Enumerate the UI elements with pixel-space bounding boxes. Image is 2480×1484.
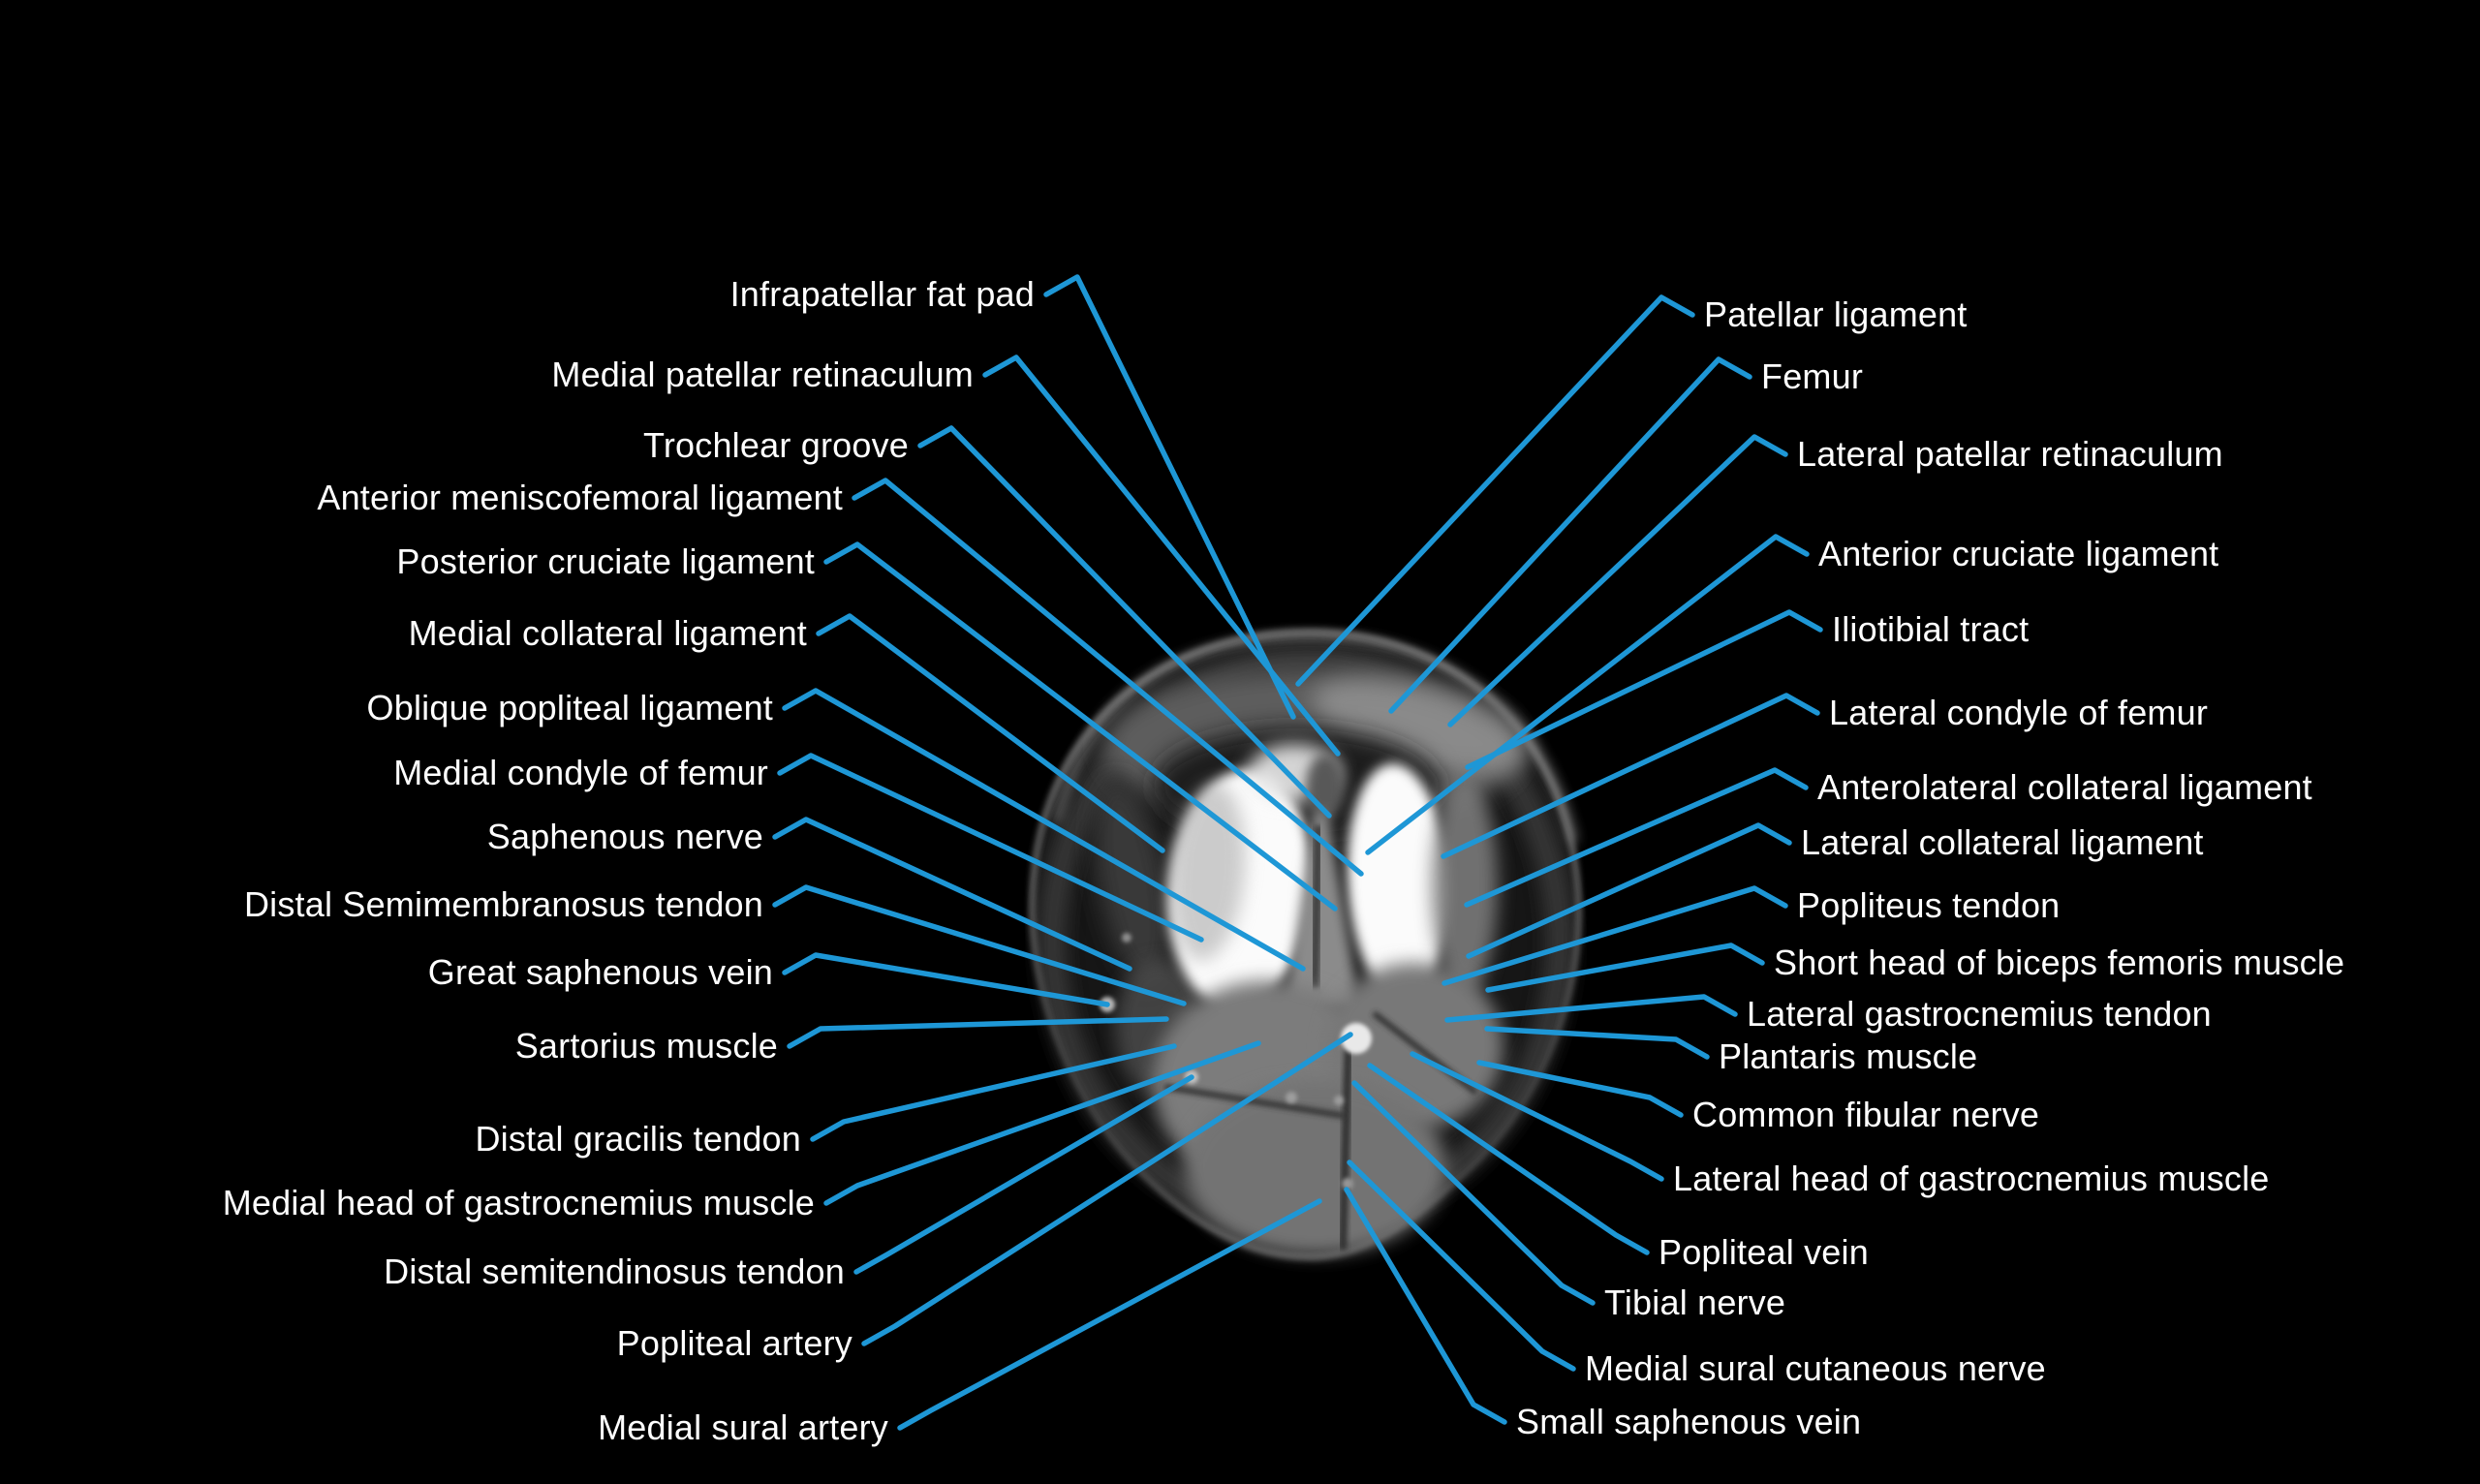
leader-line-popliteal-vein bbox=[1367, 1063, 1650, 1255]
label-lateral-patellar-retinaculum: Lateral patellar retinaculum bbox=[1797, 434, 2223, 474]
label-popliteal-vein: Popliteal vein bbox=[1658, 1232, 1869, 1272]
leader-line-medial-condyle-of-femur bbox=[777, 753, 1204, 943]
label-infrapatellar-fat-pad: Infrapatellar fat pad bbox=[729, 274, 1035, 314]
leader-line-anterior-meniscofemoral-ligament bbox=[852, 478, 1364, 877]
muscle-crease-medial bbox=[1163, 1084, 1346, 1119]
leader-line-sartorius-muscle bbox=[787, 1016, 1169, 1049]
label-tibial-nerve: Tibial nerve bbox=[1604, 1283, 1786, 1322]
label-lateral-gastrocnemius-tendon: Lateral gastrocnemius tendon bbox=[1747, 994, 2212, 1034]
knee-cross-section-scan bbox=[1028, 628, 1583, 1261]
small-saphenous-vein-spot bbox=[1342, 1178, 1353, 1190]
label-femur: Femur bbox=[1761, 356, 1864, 396]
label-patellar-ligament: Patellar ligament bbox=[1704, 294, 1968, 334]
lateral-condyle-region bbox=[1347, 763, 1449, 1000]
leader-line-iliotibial-tract bbox=[1465, 609, 1823, 770]
pcl-dark-streak bbox=[1310, 824, 1323, 989]
leader-line-posterior-cruciate-ligament bbox=[823, 541, 1338, 912]
label-popliteal-artery: Popliteal artery bbox=[616, 1323, 852, 1363]
label-medial-sural-cutaneous-nerve: Medial sural cutaneous nerve bbox=[1585, 1348, 2046, 1388]
label-posterior-cruciate-ligament: Posterior cruciate ligament bbox=[396, 541, 815, 581]
leader-lines bbox=[772, 274, 1823, 1431]
leader-line-great-saphenous-vein bbox=[782, 952, 1110, 1007]
leader-line-infrapatellar-fat-pad bbox=[1043, 274, 1296, 720]
label-medial-condyle-of-femur: Medial condyle of femur bbox=[393, 753, 768, 792]
label-short-head-of-biceps-femoris-muscle: Short head of biceps femoris muscle bbox=[1774, 943, 2345, 982]
label-distal-semitendinosus-tendon: Distal semitendinosus tendon bbox=[384, 1252, 845, 1291]
leader-line-femur bbox=[1388, 356, 1752, 714]
popliteal-artery-spot bbox=[1341, 1023, 1372, 1054]
muscle-midline-crease bbox=[1339, 1040, 1352, 1251]
label-lateral-head-of-gastrocnemius-muscle: Lateral head of gastrocnemius muscle bbox=[1673, 1159, 2270, 1198]
intramuscular-vessel-spot-1 bbox=[1286, 1092, 1297, 1103]
leader-line-medial-head-of-gastrocnemius-muscle bbox=[823, 1040, 1261, 1206]
leader-line-saphenous-nerve bbox=[772, 817, 1132, 972]
label-distal-semimembranosus-tendon: Distal Semimembranosus tendon bbox=[243, 884, 763, 924]
leader-line-short-head-of-biceps-femoris-muscle bbox=[1485, 943, 1765, 993]
label-lateral-collateral-ligament: Lateral collateral ligament bbox=[1801, 822, 2204, 862]
label-lateral-condyle-of-femur: Lateral condyle of femur bbox=[1829, 693, 2209, 732]
leader-line-lateral-condyle-of-femur bbox=[1441, 693, 1820, 859]
leader-line-lateral-head-of-gastrocnemius-muscle bbox=[1410, 1051, 1664, 1182]
lateral-paracondylar-tissue bbox=[1432, 778, 1498, 995]
label-plantaris-muscle: Plantaris muscle bbox=[1719, 1036, 1978, 1076]
leader-line-oblique-popliteal-ligament bbox=[782, 688, 1306, 972]
leader-line-medial-patellar-retinaculum bbox=[982, 355, 1341, 757]
label-anterior-meniscofemoral-ligament: Anterior meniscofemoral ligament bbox=[317, 478, 843, 517]
leader-line-distal-semitendinosus-tendon bbox=[853, 1074, 1194, 1275]
label-saphenous-nerve: Saphenous nerve bbox=[486, 817, 763, 856]
label-small-saphenous-vein: Small saphenous vein bbox=[1516, 1402, 1862, 1441]
leader-line-lateral-patellar-retinaculum bbox=[1447, 434, 1788, 727]
leader-line-medial-sural-cutaneous-nerve bbox=[1347, 1159, 1576, 1372]
intercondylar-wedge bbox=[1285, 812, 1360, 1009]
leader-line-common-fibular-nerve bbox=[1476, 1060, 1684, 1118]
leader-line-popliteal-artery bbox=[861, 1032, 1353, 1346]
label-sartorius-muscle: Sartorius muscle bbox=[514, 1026, 778, 1066]
label-common-fibular-nerve: Common fibular nerve bbox=[1692, 1095, 2040, 1134]
leader-line-distal-gracilis-tendon bbox=[810, 1043, 1177, 1142]
label-distal-gracilis-tendon: Distal gracilis tendon bbox=[475, 1119, 801, 1159]
label-medial-sural-artery: Medial sural artery bbox=[598, 1407, 888, 1447]
label-medial-head-of-gastrocnemius-muscle: Medial head of gastrocnemius muscle bbox=[222, 1183, 815, 1222]
label-medial-patellar-retinaculum: Medial patellar retinaculum bbox=[551, 355, 974, 394]
label-anterolateral-collateral-ligament: Anterolateral collateral ligament bbox=[1817, 767, 2312, 807]
label-trochlear-groove: Trochlear groove bbox=[643, 425, 909, 465]
leader-line-tibial-nerve bbox=[1351, 1080, 1596, 1306]
label-medial-collateral-ligament: Medial collateral ligament bbox=[408, 613, 807, 653]
leader-line-medial-sural-artery bbox=[897, 1198, 1322, 1431]
label-popliteus-tendon: Popliteus tendon bbox=[1797, 885, 2061, 925]
leader-line-small-saphenous-vein bbox=[1344, 1187, 1507, 1425]
leader-line-lateral-collateral-ligament bbox=[1466, 822, 1792, 959]
leader-line-anterolateral-collateral-ligament bbox=[1464, 767, 1809, 908]
medial-capsule-band bbox=[1094, 778, 1169, 985]
leader-line-lateral-gastrocnemius-tendon bbox=[1444, 994, 1738, 1023]
label-great-saphenous-vein: Great saphenous vein bbox=[427, 952, 773, 992]
label-iliotibial-tract: Iliotibial tract bbox=[1832, 609, 2030, 649]
leader-line-medial-collateral-ligament bbox=[816, 613, 1165, 853]
leader-line-trochlear-groove bbox=[917, 425, 1332, 819]
intramuscular-vessel-spot-2 bbox=[1334, 1096, 1344, 1105]
label-anterior-cruciate-ligament: Anterior cruciate ligament bbox=[1818, 534, 2219, 573]
leader-line-plantaris-muscle bbox=[1484, 1026, 1710, 1060]
anterolateral-bright-band bbox=[1312, 678, 1529, 775]
leader-line-patellar-ligament bbox=[1295, 294, 1695, 687]
medial-vessel-spot bbox=[1122, 933, 1132, 943]
label-oblique-popliteal-ligament: Oblique popliteal ligament bbox=[366, 688, 773, 727]
leader-line-popliteus-tendon bbox=[1442, 885, 1788, 986]
leader-line-distal-semimembranosus-tendon bbox=[772, 884, 1187, 1006]
posterior-muscle-mass bbox=[1185, 1080, 1446, 1254]
